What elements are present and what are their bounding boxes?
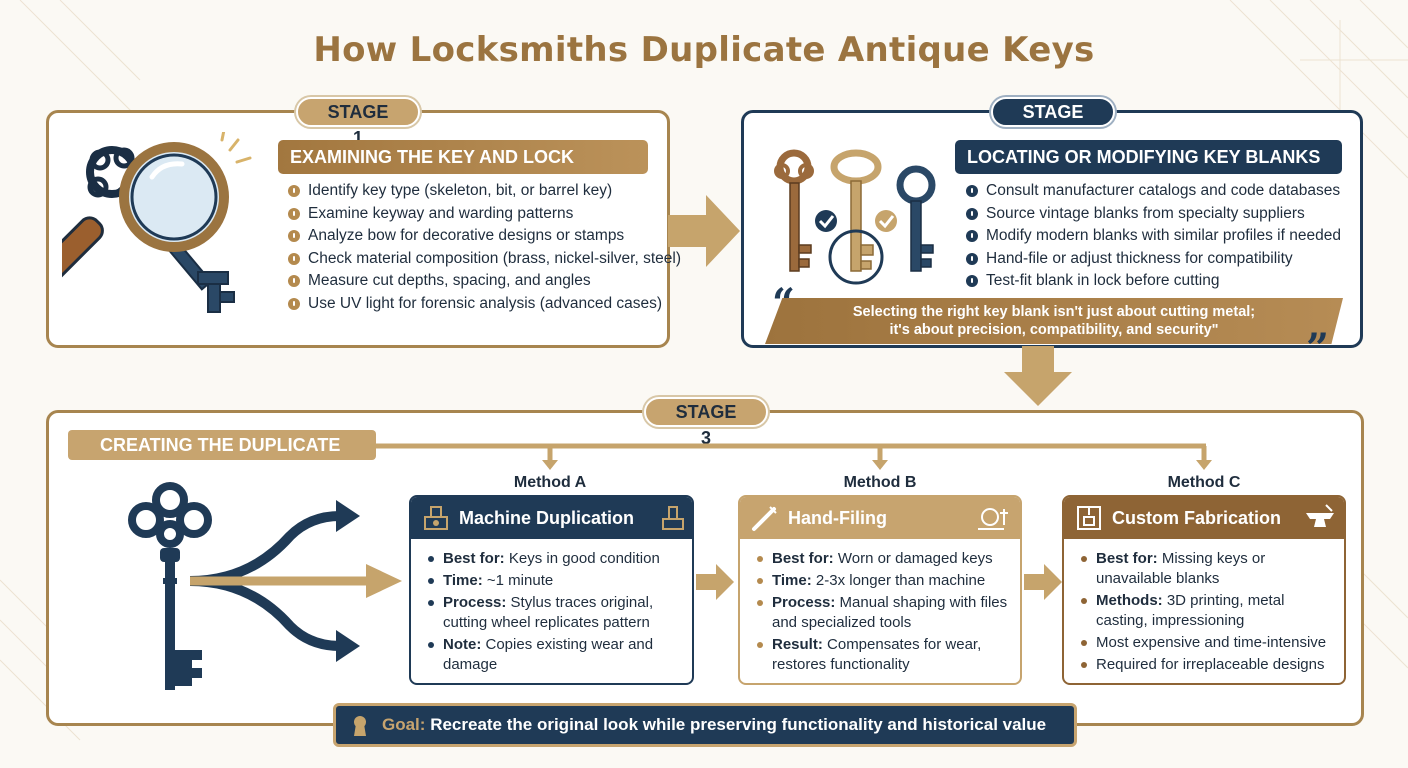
- bullet-icon: [966, 230, 978, 243]
- list-item: Identify key type (skeleton, bit, or bar…: [286, 180, 681, 203]
- list-item: Best for: Keys in good condition: [425, 549, 684, 569]
- list-item: Test-fit blank in lock before cutting: [964, 270, 1341, 293]
- bullet-icon: [288, 207, 300, 220]
- bullet-icon: [966, 252, 978, 265]
- list-item: Most expensive and time-intensive: [1078, 633, 1336, 653]
- method-b-label: Method B: [843, 474, 917, 491]
- quote-line-2: it's about precision, compatibility, and…: [889, 322, 1219, 338]
- split-arrows-icon: [190, 500, 402, 662]
- stage3-heading: CREATING THE DUPLICATE: [68, 430, 376, 460]
- method-b-card: Hand-Filing Best for: Worn or damaged ke…: [738, 495, 1022, 685]
- key-machine-icon: [424, 506, 448, 530]
- arrow-right-icon: [1024, 564, 1062, 600]
- list-item: Analyze bow for decorative designs or st…: [286, 225, 681, 248]
- file-tool-icon: [752, 506, 777, 531]
- method-a-list: Best for: Keys in good condition Time: ~…: [411, 539, 692, 675]
- goal-label: Goal:: [382, 715, 426, 734]
- arrow-right-icon: [668, 195, 740, 267]
- stage1-list: Identify key type (skeleton, bit, or bar…: [286, 180, 681, 316]
- stage2-quote: Selecting the right key blank isn't just…: [765, 298, 1343, 344]
- list-item: Use UV light for forensic analysis (adva…: [286, 293, 681, 316]
- stage1-heading: EXAMINING THE KEY AND LOCK: [278, 140, 648, 174]
- list-item: Result: Compensates for wear, restores f…: [754, 635, 1012, 675]
- antique-key-icon: [128, 482, 212, 690]
- stage2-list: Consult manufacturer catalogs and code d…: [964, 180, 1341, 293]
- goal-text: Recreate the original look while preserv…: [430, 715, 1047, 734]
- method-b-header: Hand-Filing: [740, 497, 1020, 539]
- list-item: Process: Stylus traces original, cutting…: [425, 593, 684, 633]
- method-connector: [370, 443, 1212, 470]
- 3d-printer-icon: [1077, 506, 1101, 530]
- list-item: Measure cut depths, spacing, and angles: [286, 270, 681, 293]
- page-title: How Locksmiths Duplicate Antique Keys: [313, 30, 1095, 70]
- arrow-down-icon: [1004, 346, 1072, 406]
- list-item: Source vintage blanks from specialty sup…: [964, 203, 1341, 226]
- bullet-icon: [288, 275, 300, 288]
- bullet-icon: [966, 275, 978, 288]
- anvil-icon: [1306, 504, 1334, 527]
- key-blanks-icon: [774, 149, 936, 285]
- magnifier-key-icon: [62, 132, 252, 313]
- stage2-heading: LOCATING OR MODIFYING KEY BLANKS: [955, 140, 1342, 174]
- method-b-title: Hand-Filing: [788, 508, 887, 528]
- method-a-header: Machine Duplication: [411, 497, 692, 539]
- stage2-label: STAGE 2: [991, 97, 1115, 148]
- list-item: Best for: Missing keys or unavailable bl…: [1078, 549, 1336, 589]
- list-item: Hand-file or adjust thickness for compat…: [964, 248, 1341, 271]
- method-b-list: Best for: Worn or damaged keys Time: 2-3…: [740, 539, 1020, 675]
- close-quote-icon: ”: [1306, 325, 1330, 372]
- list-item: Modify modern blanks with similar profil…: [964, 225, 1341, 248]
- bullet-icon: [288, 297, 300, 310]
- list-item: Note: Copies existing wear and damage: [425, 635, 684, 675]
- method-c-label: Method C: [1167, 474, 1241, 491]
- list-item: Process: Manual shaping with files and s…: [754, 593, 1012, 633]
- bullet-icon: [288, 185, 300, 197]
- method-c-title: Custom Fabrication: [1112, 508, 1282, 528]
- stage3-label: STAGE 3: [644, 397, 768, 448]
- list-item: Time: ~1 minute: [425, 571, 684, 591]
- list-item: Examine keyway and warding patterns: [286, 203, 681, 226]
- list-item: Check material composition (brass, nicke…: [286, 248, 681, 271]
- method-a-card: Machine Duplication Best for: Keys in go…: [409, 495, 694, 685]
- key-machine-small-icon: [662, 506, 684, 530]
- keyhole-icon: [354, 716, 366, 736]
- method-c-list: Best for: Missing keys or unavailable bl…: [1064, 539, 1344, 675]
- bullet-icon: [288, 252, 300, 265]
- bullet-icon: [966, 207, 978, 220]
- list-item: Consult manufacturer catalogs and code d…: [964, 180, 1341, 203]
- bullet-icon: [966, 185, 978, 197]
- stage1-label: STAGE 1: [296, 97, 420, 148]
- list-item: Time: 2-3x longer than machine: [754, 571, 1012, 591]
- arrow-right-icon: [696, 564, 734, 600]
- goal-banner: Goal: Recreate the original look while p…: [333, 703, 1077, 747]
- method-c-card: Custom Fabrication Best for: Missing key…: [1062, 495, 1346, 685]
- method-a-title: Machine Duplication: [459, 508, 635, 528]
- method-c-header: Custom Fabrication: [1064, 497, 1344, 539]
- list-item: Methods: 3D printing, metal casting, imp…: [1078, 591, 1336, 631]
- bullet-icon: [288, 230, 300, 243]
- method-a-label: Method A: [513, 474, 587, 491]
- list-item: Best for: Worn or damaged keys: [754, 549, 1012, 569]
- quote-line-1: Selecting the right key blank isn't just…: [852, 304, 1256, 320]
- list-item: Required for irreplaceable designs: [1078, 655, 1336, 675]
- vise-icon: [978, 508, 1008, 530]
